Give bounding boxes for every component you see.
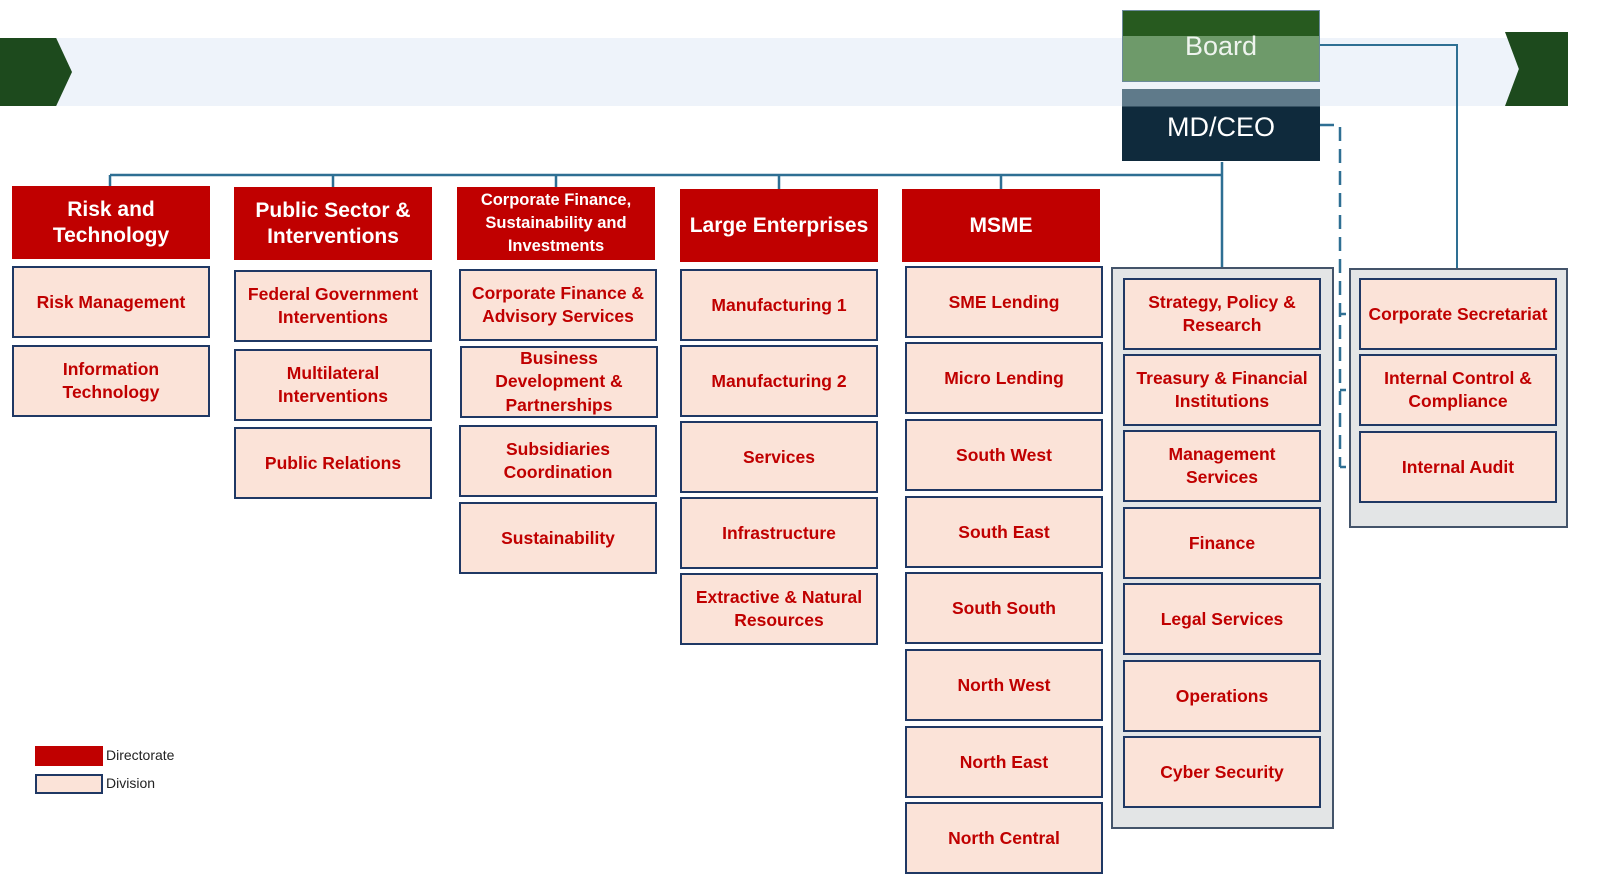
division-strategy-policy-research: Strategy, Policy & Research: [1123, 278, 1321, 350]
division-north-west: North West: [905, 649, 1103, 721]
legend-division-swatch: [35, 774, 103, 794]
directorate-risk-technology: Risk and Technology: [12, 186, 210, 259]
division-extractive-natural-resources: Extractive & Natural Resources: [680, 573, 878, 645]
legend-directorate-swatch: [35, 746, 103, 766]
ceo-dashed-line: [1320, 123, 1342, 467]
division-south-west: South West: [905, 419, 1103, 491]
division-internal-control-compliance: Internal Control & Compliance: [1359, 354, 1557, 426]
directorate-public-sector: Public Sector & Interventions: [234, 187, 432, 260]
division-treasury-financial-institutions: Treasury & Financial Institutions: [1123, 354, 1321, 426]
division-federal-government-interventions: Federal Government Interventions: [234, 270, 432, 342]
division-sustainability: Sustainability: [459, 502, 657, 574]
division-manufacturing-2: Manufacturing 2: [680, 345, 878, 417]
division-north-east: North East: [905, 726, 1103, 798]
division-business-development: Business Development & Partnerships: [460, 346, 658, 418]
division-risk-management: Risk Management: [12, 266, 210, 338]
division-manufacturing-1: Manufacturing 1: [680, 269, 878, 341]
directorate-large-enterprises: Large Enterprises: [680, 189, 878, 262]
left-chevron: [0, 38, 72, 106]
division-sme-lending: SME Lending: [905, 266, 1103, 338]
division-cyber-security: Cyber Security: [1123, 736, 1321, 808]
division-information-technology: Information Technology: [12, 345, 210, 417]
division-south-east: South East: [905, 496, 1103, 568]
division-north-central: North Central: [905, 802, 1103, 874]
division-subsidiaries-coordination: Subsidiaries Coordination: [459, 425, 657, 497]
division-internal-audit: Internal Audit: [1359, 431, 1557, 503]
division-south-south: South South: [905, 572, 1103, 644]
division-legal-services: Legal Services: [1123, 583, 1321, 655]
board-box: Board: [1122, 10, 1320, 82]
board-link-line: [1320, 44, 1458, 268]
division-services: Services: [680, 421, 878, 493]
directorate-corporate-finance: Corporate Finance, Sustainability and In…: [457, 187, 655, 260]
division-infrastructure: Infrastructure: [680, 497, 878, 569]
division-corporate-finance-advisory: Corporate Finance & Advisory Services: [459, 269, 657, 341]
division-public-relations: Public Relations: [234, 427, 432, 499]
legend-directorate-label: Directorate: [106, 747, 175, 763]
division-corporate-secretariat: Corporate Secretariat: [1359, 278, 1557, 350]
division-micro-lending: Micro Lending: [905, 342, 1103, 414]
division-multilateral-interventions: Multilateral Interventions: [234, 349, 432, 421]
division-operations: Operations: [1123, 660, 1321, 732]
directorate-bus-line: [108, 162, 1224, 267]
legend-division-label: Division: [106, 775, 156, 791]
directorate-msme: MSME: [902, 189, 1100, 262]
ceo-box: MD/CEO: [1122, 89, 1320, 161]
division-management-services: Management Services: [1123, 430, 1321, 502]
division-finance: Finance: [1123, 507, 1321, 579]
